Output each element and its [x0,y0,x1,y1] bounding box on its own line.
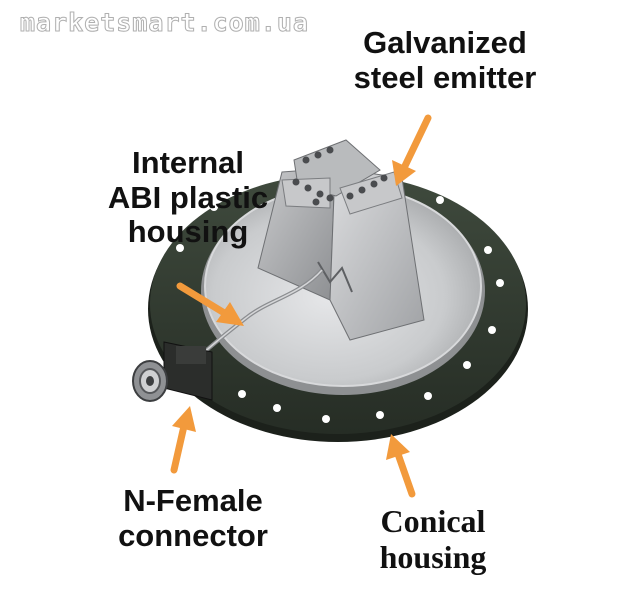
label-line: housing [379,538,487,575]
watermark-text: marketsmart.com.ua [20,8,309,38]
label-line: Galvanized [363,25,527,60]
label-abi-housing: Internal ABI plastic housing [98,145,278,250]
emitter-bolts [292,146,388,206]
label-line: ABI plastic [107,179,269,215]
arrow-conical [386,434,416,498]
label-galvanized-emitter: Galvanized steel emitter [340,25,550,95]
mounting-holes [176,196,504,423]
arrow-connector [170,406,196,474]
label-line: steel emitter [353,59,537,95]
label-conical-housing: Conical housing [358,503,508,576]
label-line: connector [118,517,268,553]
galvanized-emitter [257,139,425,341]
label-n-female-connector: N-Female connector [108,483,278,553]
arrows [170,114,432,498]
arrow-abi-housing [176,282,244,326]
label-line: housing [127,214,249,250]
label-line: Conical [380,503,486,539]
arrow-emitter [392,114,432,186]
label-line: N-Female [123,483,263,518]
label-line: Internal [132,145,244,180]
n-female-connector [132,341,213,402]
